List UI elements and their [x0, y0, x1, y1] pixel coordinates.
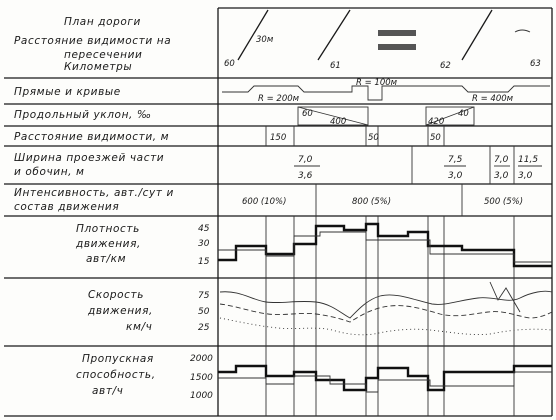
grade-cell-1 — [297, 106, 369, 126]
capacity-tick-2000: 2000 — [190, 354, 213, 364]
plan-row: План дороги Расстояние видимости на пере… — [14, 9, 541, 73]
speed-curve-3 — [219, 317, 553, 336]
grade-label: Продольный уклон, ‰ — [14, 109, 152, 121]
density-tick-45: 45 — [198, 224, 210, 234]
traffic-500: 500 (5%) — [484, 197, 523, 207]
curve-r100: R = 100м — [356, 78, 398, 88]
capacity-tick-1500: 1500 — [190, 373, 213, 383]
density-line — [218, 222, 552, 268]
alignment-line — [222, 85, 550, 101]
grade-row: Продольный уклон, ‰ 60 400 420 40 — [14, 106, 475, 127]
width-3-num: 7,0 — [494, 155, 509, 165]
sight-value-150: 150 — [270, 133, 286, 143]
plan-road-line-2 — [317, 9, 351, 61]
intersection-hatch-1 — [378, 30, 416, 36]
width-2-num: 7,5 — [448, 155, 463, 165]
plan-label-4: Километры — [64, 61, 132, 73]
grade-value-60: 60 — [302, 109, 313, 119]
width-2-den: 3,0 — [448, 171, 463, 181]
capacity-label-2: способность, — [76, 369, 156, 381]
plan-visibility: 30м — [256, 35, 274, 45]
width-label-1: Ширина проезжей части — [14, 152, 164, 164]
density-tick-15: 15 — [198, 257, 210, 267]
plan-label-2: Расстояние видимости на — [14, 35, 171, 47]
km-60: 60 — [224, 59, 235, 69]
density-line-2 — [218, 231, 552, 263]
speed-curve-1 — [219, 290, 553, 319]
width-row: Ширина проезжей части и обочин, м 7,0 3,… — [14, 146, 542, 184]
sight-value-50b: 50 — [430, 133, 441, 143]
sight-value-50a: 50 — [368, 133, 379, 143]
width-4-den: 3,0 — [518, 171, 533, 181]
grade-value-400: 400 — [330, 117, 346, 127]
intersection-hatch-2 — [378, 44, 416, 50]
plan-curve-mark — [514, 29, 531, 33]
grade-value-40: 40 — [458, 109, 469, 119]
width-1-num: 7,0 — [298, 155, 313, 165]
alignment-row: Прямые и кривые R = 200м R = 100м R = 40… — [14, 78, 550, 104]
speed-label-3: км/ч — [126, 321, 152, 333]
speed-curve-4 — [489, 281, 521, 313]
traffic-800: 800 (5%) — [352, 197, 391, 207]
grade-value-420: 420 — [428, 117, 444, 127]
km-63: 63 — [530, 59, 541, 69]
width-label-2: и обочин, м — [14, 166, 85, 178]
plan-road-line-3 — [461, 9, 493, 61]
speed-tick-75: 75 — [198, 291, 210, 301]
speed-label-1: Скорость — [88, 289, 144, 301]
plan-label-3: пересечении — [64, 49, 142, 61]
km-61: 61 — [330, 61, 341, 71]
speed-tick-50: 50 — [198, 307, 210, 317]
grade-cell-2 — [425, 106, 475, 126]
speed-tick-25: 25 — [198, 323, 210, 333]
grid-lines — [4, 7, 553, 417]
sight-row: Расстояние видимости, м 150 50 50 — [14, 126, 445, 146]
density-label-2: движения, — [75, 238, 141, 250]
capacity-label-1: Пропускная — [82, 353, 154, 365]
km-62: 62 — [440, 61, 451, 71]
speed-curve-2 — [219, 303, 553, 323]
curve-r400: R = 400м — [472, 94, 514, 104]
plan-road-line-1 — [237, 9, 269, 61]
alignment-label: Прямые и кривые — [14, 86, 121, 98]
grade-diagonal-1 — [297, 106, 369, 126]
density-tick-30: 30 — [198, 239, 210, 249]
density-label-1: Плотность — [76, 223, 140, 235]
traffic-600: 600 (10%) — [242, 197, 286, 207]
sight-label: Расстояние видимости, м — [14, 131, 169, 143]
curve-r200: R = 200м — [258, 94, 300, 104]
traffic-label-2: состав движения — [14, 201, 119, 213]
grade-diagonal-2 — [425, 106, 475, 126]
density-label-3: авт/км — [86, 253, 126, 265]
density-row: Плотность движения, авт/км 45 30 15 — [75, 222, 552, 268]
capacity-tick-1000: 1000 — [190, 391, 213, 401]
width-4-num: 11,5 — [518, 155, 538, 165]
width-1-den: 3,6 — [298, 171, 313, 181]
capacity-label-3: авт/ч — [92, 385, 123, 397]
capacity-row: Пропускная способность, авт/ч 2000 1500 … — [76, 353, 552, 401]
plan-label-1: План дороги — [64, 16, 141, 28]
speed-label-2: движения, — [87, 305, 153, 317]
speed-row: Скорость движения, км/ч 75 50 25 — [87, 281, 553, 336]
traffic-row: Интенсивность, авт./сут и состав движени… — [14, 184, 523, 216]
capacity-line-2 — [218, 371, 552, 393]
traffic-label-1: Интенсивность, авт./сут и — [14, 187, 174, 199]
width-3-den: 3,0 — [494, 171, 509, 181]
